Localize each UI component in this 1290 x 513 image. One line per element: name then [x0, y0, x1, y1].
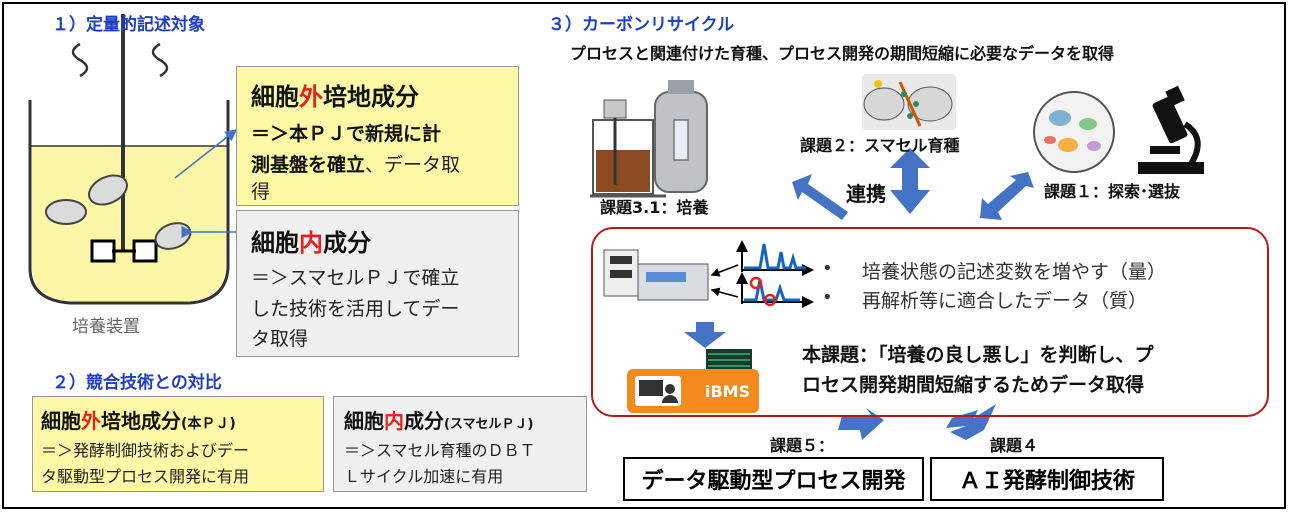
bioreactor-liquid	[32, 146, 226, 301]
task-3-1-label: 課題3.1：培養	[600, 198, 709, 217]
title-suffix: 培地成分	[323, 83, 419, 111]
output-ai-fermentation-control: ＡＩ発酵制御技術	[930, 457, 1164, 501]
intracellular-line1: ＝＞スマセルＰＪで確立	[251, 267, 460, 289]
cell-icon	[45, 199, 87, 225]
bioreactor-vessel	[28, 100, 230, 305]
instrument-to-chart-arrow	[710, 264, 739, 277]
extracellular-line2: 測基盤を確立、データ取	[251, 150, 460, 177]
title-prefix: 細胞	[344, 409, 384, 433]
steam-line-right	[151, 42, 169, 78]
title-suffix: 培地成分	[101, 409, 181, 433]
analyzer-instrument-icon	[603, 249, 709, 301]
comparison-intracellular-title: 細胞内成分(スマセルＰＪ)	[344, 405, 534, 434]
chromatogram-icon-1	[736, 240, 814, 276]
bullet-dot: •	[822, 287, 833, 308]
title-prefix: 細胞	[251, 83, 299, 111]
steam-line-left	[71, 42, 89, 78]
data-acquisition-loop	[591, 227, 1269, 417]
culture-reactor-icon	[590, 80, 708, 198]
section3-subtitle: プロセスと関連付けた育種、プロセス開発の期間短縮に必要なデータを取得	[570, 44, 1115, 63]
microscope-icon	[1138, 85, 1204, 174]
extracellular-line3: 得	[251, 181, 271, 203]
comparison-intracellular-line1: ＝＞スマセル育種のＤＢＴ	[344, 441, 536, 460]
comparison-intracellular-box: 細胞内成分(スマセルＰＪ) ＝＞スマセル育種のＤＢＴ Ｌサイクル加速に有用	[333, 396, 587, 492]
intracellular-line2: した技術を活用してデー	[251, 298, 460, 320]
link-arrow-center-top	[890, 148, 930, 178]
ibms-monitor-icon	[635, 376, 681, 406]
bullet-dot: •	[822, 258, 833, 279]
instrument-to-chart-arrow	[710, 287, 739, 298]
title-highlight: 外	[299, 83, 323, 111]
extracellular-title: 細胞外培地成分	[251, 77, 419, 112]
title-small: (スマセルＰＪ)	[444, 417, 534, 432]
title-highlight: 内	[299, 229, 323, 257]
ibms-label: iBMS	[705, 382, 751, 401]
section1-title: １）定量的記述対象	[52, 15, 205, 35]
intracellular-line3: タ取得	[251, 328, 309, 350]
pointer-extracellular	[174, 129, 238, 179]
section2-title: ２）競合技術との対比	[52, 373, 222, 393]
microbe-icon	[1033, 91, 1115, 173]
line2-rest: 、データ取	[365, 154, 461, 176]
link-label: 連携	[846, 182, 886, 206]
title-highlight: 外	[81, 409, 101, 433]
main-task-line2: ロセス開発期間短縮するためデータ取得	[802, 374, 1145, 396]
cell-icon	[88, 174, 128, 206]
title-prefix: 細胞	[41, 409, 81, 433]
link-arrow-right	[980, 172, 1034, 220]
intracellular-title: 細胞内成分	[251, 223, 371, 258]
output-data-driven-process: データ駆動型プロセス開発	[623, 457, 924, 501]
title-suffix: 成分	[323, 229, 371, 257]
link-arrow-center	[890, 178, 930, 214]
comparison-intracellular-line2: Ｌサイクル加速に有用	[344, 467, 504, 486]
title-small: (本ＰＪ)	[181, 416, 236, 432]
bullet-quality: 再解析等に適合したデータ（質）	[862, 290, 1148, 312]
link-arrow-left	[792, 174, 848, 220]
comparison-extracellular-title: 細胞外培地成分(本ＰＪ)	[41, 405, 236, 434]
section3-title: ３）カーボンリサイクル	[548, 15, 735, 35]
comparison-extracellular-box: 細胞外培地成分(本ＰＪ) ＝＞発酵制御技術およびデー タ駆動型プロセス開発に有用	[32, 396, 324, 492]
main-task-line1: 本課題：「培養の良し悪し」を判断し、プ	[802, 344, 1154, 366]
intracellular-box: 細胞内成分 ＝＞スマセルＰＪで確立 した技術を活用してデー タ取得	[236, 210, 519, 357]
extracellular-box: 細胞外培地成分 ＝＞本ＰＪで新規に計 測基盤を確立、データ取 得	[236, 66, 519, 206]
ibms-badge	[627, 369, 759, 413]
bullet-quantity: 培養状態の記述変数を増やす（量）	[862, 261, 1167, 283]
task-2-label: 課題２：スマセル育種	[800, 136, 960, 155]
task-5-label: 課題５：	[770, 436, 835, 455]
title-highlight: 内	[384, 409, 404, 433]
comparison-extracellular-line2: タ駆動型プロセス開発に有用	[41, 467, 250, 486]
impeller-blade-left	[90, 239, 116, 263]
task-1-label: 課題１：探索･選抜	[1044, 182, 1181, 201]
impeller-blade-right	[132, 239, 158, 263]
down-arrow-to-ibms	[684, 322, 726, 348]
task-4-label: 課題４	[990, 436, 1039, 455]
chromatogram-icon-2	[736, 272, 814, 308]
vessel-label: 培養装置	[72, 317, 140, 337]
breeding-icon	[862, 74, 956, 130]
extracellular-line1: ＝＞本ＰＪで新規に計	[251, 123, 442, 145]
title-suffix: 成分	[404, 409, 444, 433]
title-prefix: 細胞	[251, 229, 299, 257]
down-arrow-task4	[946, 404, 996, 440]
line2-bold: 測基盤を確立	[251, 154, 366, 176]
comparison-extracellular-line1: ＝＞発酵制御技術およびデー	[41, 441, 250, 460]
